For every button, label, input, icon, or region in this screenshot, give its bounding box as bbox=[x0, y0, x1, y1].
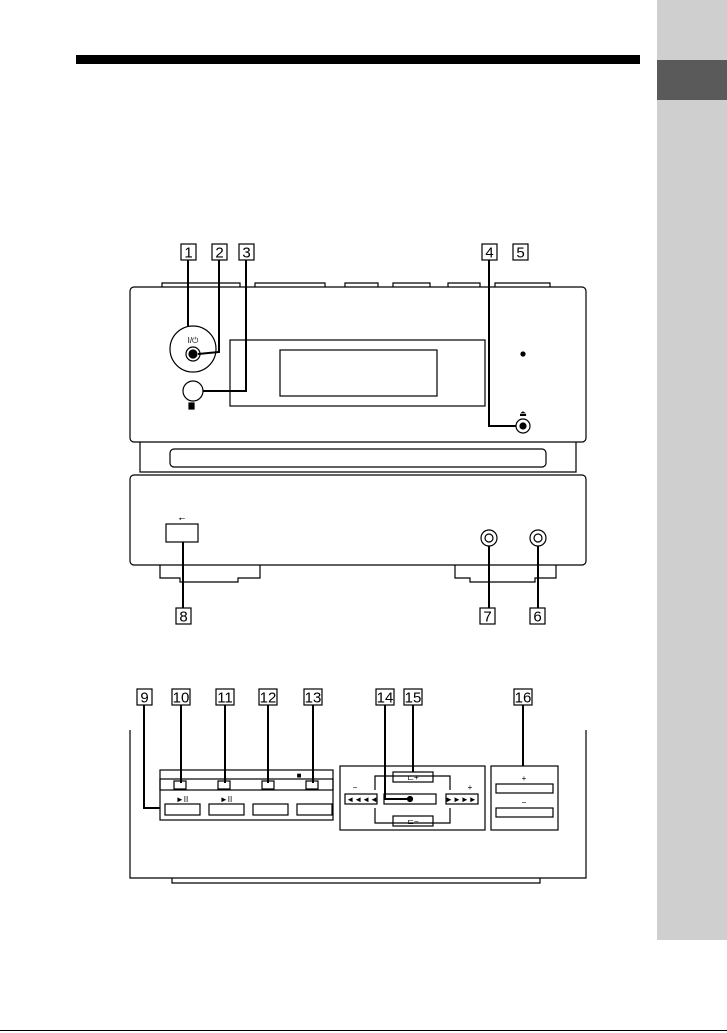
headphone-jack[interactable] bbox=[534, 534, 542, 542]
callout-7: 7 bbox=[483, 609, 491, 626]
callout-10: 10 bbox=[173, 690, 190, 707]
audio-in-button[interactable] bbox=[297, 804, 332, 815]
callout-8: 8 bbox=[179, 609, 187, 626]
play-pause-icon: ►II bbox=[220, 795, 232, 804]
eject-icon: ⏏ bbox=[519, 409, 527, 418]
disc-tray-indicator bbox=[521, 352, 525, 356]
callout-2: 2 bbox=[215, 245, 223, 262]
remote-sensor-mark bbox=[189, 403, 194, 409]
callout-13: 13 bbox=[305, 690, 322, 707]
volume-minus-sign: − bbox=[522, 798, 527, 807]
callout-1: 1 bbox=[184, 245, 192, 262]
power-button-ring bbox=[170, 326, 216, 372]
usb-play-pause-button[interactable] bbox=[209, 804, 244, 815]
power-button-dot bbox=[189, 350, 197, 358]
main-unit-body bbox=[130, 287, 586, 442]
disc-slot bbox=[170, 449, 546, 467]
volume-plus-button[interactable] bbox=[496, 784, 553, 793]
disc-slot-section bbox=[140, 442, 576, 472]
usb-port[interactable] bbox=[166, 524, 198, 542]
right-foot bbox=[455, 565, 556, 582]
callout-5: 5 bbox=[516, 245, 524, 262]
callout-6: 6 bbox=[533, 609, 541, 626]
folder-minus-icon: ⊏− bbox=[407, 817, 419, 826]
folder-plus-icon: ⊏+ bbox=[407, 773, 419, 782]
left-foot bbox=[160, 565, 260, 582]
callout-11: 11 bbox=[217, 690, 233, 707]
play-pause-icon: ►II bbox=[176, 795, 188, 804]
display-window bbox=[280, 350, 437, 396]
callout-9: 9 bbox=[140, 690, 148, 707]
headphone-jack-ring bbox=[530, 530, 546, 546]
previous-icon: I◄◄◄◄ bbox=[344, 795, 378, 804]
bottom-rule bbox=[0, 1030, 727, 1031]
callout-15: 15 bbox=[405, 690, 422, 707]
callout-4: 4 bbox=[485, 245, 493, 262]
callout-3: 3 bbox=[242, 245, 250, 262]
power-symbol: I/⏻ bbox=[188, 336, 199, 345]
callout-16: 16 bbox=[515, 690, 532, 707]
callout-14: 14 bbox=[377, 690, 394, 707]
plus-sign: + bbox=[468, 783, 473, 792]
volume-plus-sign: + bbox=[522, 774, 527, 783]
cd-play-pause-button[interactable] bbox=[165, 804, 200, 815]
usb-icon: ⭠ bbox=[179, 514, 186, 523]
stop-icon: ■ bbox=[297, 771, 302, 780]
tuner-band-button[interactable] bbox=[253, 804, 288, 815]
audio-in-jack-ring bbox=[481, 530, 497, 546]
lower-unit-body bbox=[130, 475, 586, 565]
callout-12: 12 bbox=[260, 690, 277, 707]
next-icon: ►►►►I bbox=[445, 795, 479, 804]
remote-sensor bbox=[183, 381, 203, 401]
eject-button-dot bbox=[520, 423, 526, 429]
audio-in-jack[interactable] bbox=[485, 534, 493, 542]
minus-sign: − bbox=[353, 783, 358, 792]
volume-minus-button[interactable] bbox=[496, 808, 553, 817]
